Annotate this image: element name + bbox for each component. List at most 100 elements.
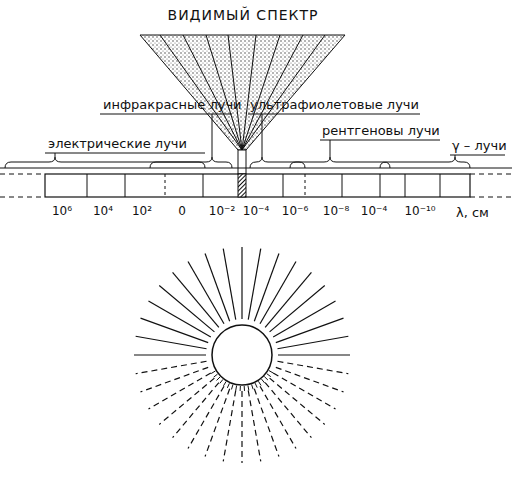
ray-dashed [136,361,207,374]
ray [277,336,348,349]
visible-cell [238,174,246,197]
bracket [5,157,205,168]
surface-tick [267,374,271,377]
bar-divider [440,174,441,197]
label-underline [45,153,205,154]
radiation-rays [134,247,350,463]
fan-line [242,35,325,150]
fan-lines [160,35,325,150]
surface-tick [231,385,232,390]
ray-dashed [241,391,242,463]
bracket [290,157,390,168]
scale-number: 10⁻¹⁰ [404,204,435,219]
surface-tick [227,383,229,388]
ray-dashed [270,378,325,424]
radiating-body [212,325,272,385]
label-underline [248,114,420,115]
surface-tick [217,377,221,381]
surface-tick [264,377,268,380]
bar-divider [342,174,343,197]
ray-dashed [276,367,344,392]
surface-tick [220,379,223,383]
ray-dashed [148,373,210,409]
ray-dashed [260,386,296,448]
surface-tick [211,371,215,374]
axis-unit: λ, см [456,205,489,220]
fan-line [242,35,280,150]
ray [188,261,224,323]
ray [278,354,350,355]
surface-tick [223,382,226,386]
range-label: инфракрасные лучи [103,97,242,112]
bar-dividers [87,174,440,197]
label-underline [320,140,440,141]
surface-tick [269,371,273,374]
bracket-line [0,168,512,169]
bar-divider [87,174,88,197]
range-label: γ – лучи [452,138,507,153]
label-underline [100,114,232,115]
bar-extensions [0,174,512,197]
scale-number: 10⁴ [93,204,113,219]
surface-tick [262,379,265,383]
bar-divider [283,174,284,197]
surface-tick [244,386,245,391]
fan-line [228,35,242,150]
bar-divider [203,174,204,197]
surface-tick [235,386,237,391]
diagram-title: ВИДИМЫЙ СПЕКТР [168,8,319,23]
bracket-stem [212,114,213,157]
surface-tick [240,386,241,391]
surface-tick [214,374,218,377]
fan-line [242,35,303,150]
ray-dashed [188,386,224,448]
surface-tick [258,381,261,385]
fan-line [160,35,242,150]
ray-dashed [173,383,219,438]
ray-dashed [141,367,209,392]
ray-dashed [254,389,279,457]
ray-dashed [265,383,311,438]
range-label: рентгеновы лучи [322,123,440,138]
ray [273,301,335,337]
ray-dashed [248,390,261,461]
scale-number: 10⁻⁴ [243,204,269,219]
range-label: электрические лучи [48,136,187,151]
scale-number: 0 [178,204,186,219]
ray [134,354,206,355]
bar-divider-dashed [305,174,306,197]
scale-number: 10⁻⁶ [282,204,308,219]
ray [270,286,325,332]
ray [254,254,279,322]
scale-bar [45,174,470,197]
bracket [380,157,470,168]
scale-number: 10⁻² [209,204,235,219]
scale-number: 10⁶ [52,204,72,219]
bar-divider [380,174,381,197]
brackets [5,114,505,168]
label-underline [450,155,505,156]
scale-number: 10⁻⁸ [323,204,349,219]
surface-tick [255,383,257,388]
ray [141,318,209,343]
scale-number: 10⁻⁴ [361,204,387,219]
ray [223,249,236,320]
bar-divider [405,174,406,197]
bracket-stem [262,114,263,157]
fan-line [206,35,242,150]
ray-dashed [205,389,230,457]
surface-tick [247,385,249,390]
ray [173,272,219,327]
bracket-stem [55,153,56,157]
scale-number: 10² [132,204,152,219]
surface-tick [252,384,254,389]
visible-fan [140,35,345,150]
bar-divider-dashed [165,174,166,197]
bar-divider [125,174,126,197]
range-label: ультрафиолетовые лучи [250,97,419,112]
visible-stem [238,150,246,174]
bracket-stem [330,140,331,157]
ray [241,247,242,319]
ray-dashed [159,378,214,424]
